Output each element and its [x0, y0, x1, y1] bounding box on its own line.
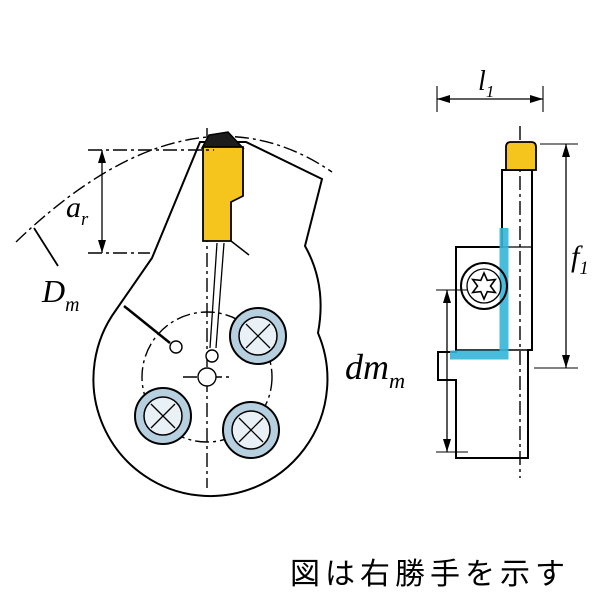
- dm-label-base: D: [41, 273, 65, 309]
- l1-label: l1: [478, 66, 494, 101]
- front-view: l1 f1 dmm: [345, 66, 589, 478]
- pin-hole: [169, 340, 183, 354]
- clamp-slit-left: [209, 242, 218, 349]
- screw-slot-mark: [245, 323, 271, 349]
- tool-body: [92, 141, 329, 498]
- dimension-f1: f1: [534, 143, 589, 369]
- dimension-l1: l1: [436, 66, 544, 112]
- torx-screw: [460, 262, 508, 310]
- mounting-hole: [229, 307, 287, 365]
- coolant-channel: [450, 228, 509, 360]
- clamp-slit-right: [215, 242, 225, 349]
- ar-label-sub: r: [81, 209, 89, 230]
- dm-leader-line: [33, 227, 59, 267]
- screw-head-inner: [466, 268, 502, 304]
- tool-body-front: [437, 169, 533, 459]
- dmm-label-sub: m: [389, 368, 405, 393]
- caption-text: 図は右勝手を示す: [290, 557, 570, 592]
- arrowhead-up: [98, 150, 106, 163]
- dimension-ar: ar: [66, 149, 214, 254]
- slit-relief-hole: [205, 349, 219, 363]
- dm-label-sub: m: [65, 294, 79, 316]
- clamp-tip: [200, 131, 245, 149]
- l1-label-base: l: [478, 66, 486, 97]
- screw-slot-mark: [150, 403, 176, 429]
- dmm-label: dmm: [345, 347, 405, 393]
- adjustment-pin: [123, 305, 171, 344]
- dm-label: Dm: [41, 273, 79, 316]
- f1-label: f1: [571, 240, 589, 279]
- ar-label-base: a: [66, 191, 81, 224]
- dimension-dmm: dmm: [345, 289, 468, 453]
- dmm-label-base: dm: [345, 347, 389, 387]
- mounting-hole: [222, 401, 280, 459]
- workpiece-arc: [15, 135, 333, 243]
- arrowhead-left: [437, 95, 450, 103]
- ar-label: ar: [66, 191, 89, 230]
- bolt-circle: [141, 311, 273, 443]
- screw-head-outer: [460, 262, 508, 310]
- l1-label-sub: 1: [486, 82, 495, 101]
- pocket-edge: [230, 240, 250, 256]
- screw-slot-mark: [238, 417, 264, 443]
- f1-label-sub: 1: [579, 258, 588, 279]
- side-view: ar Dm: [15, 128, 333, 498]
- arrowhead-down: [98, 240, 106, 253]
- arrowhead-down: [443, 439, 451, 452]
- arrowhead-up: [443, 290, 451, 303]
- arrowhead-right: [530, 95, 543, 103]
- torx-recess-icon: [470, 271, 498, 301]
- dimension-dm-workpiece: Dm: [33, 227, 79, 316]
- insert-side: [202, 146, 244, 242]
- arrowhead-up: [562, 144, 570, 157]
- insert-front: [505, 141, 537, 171]
- arrowhead-down: [562, 355, 570, 368]
- mounting-hole: [134, 387, 192, 445]
- center-bore: [197, 367, 217, 387]
